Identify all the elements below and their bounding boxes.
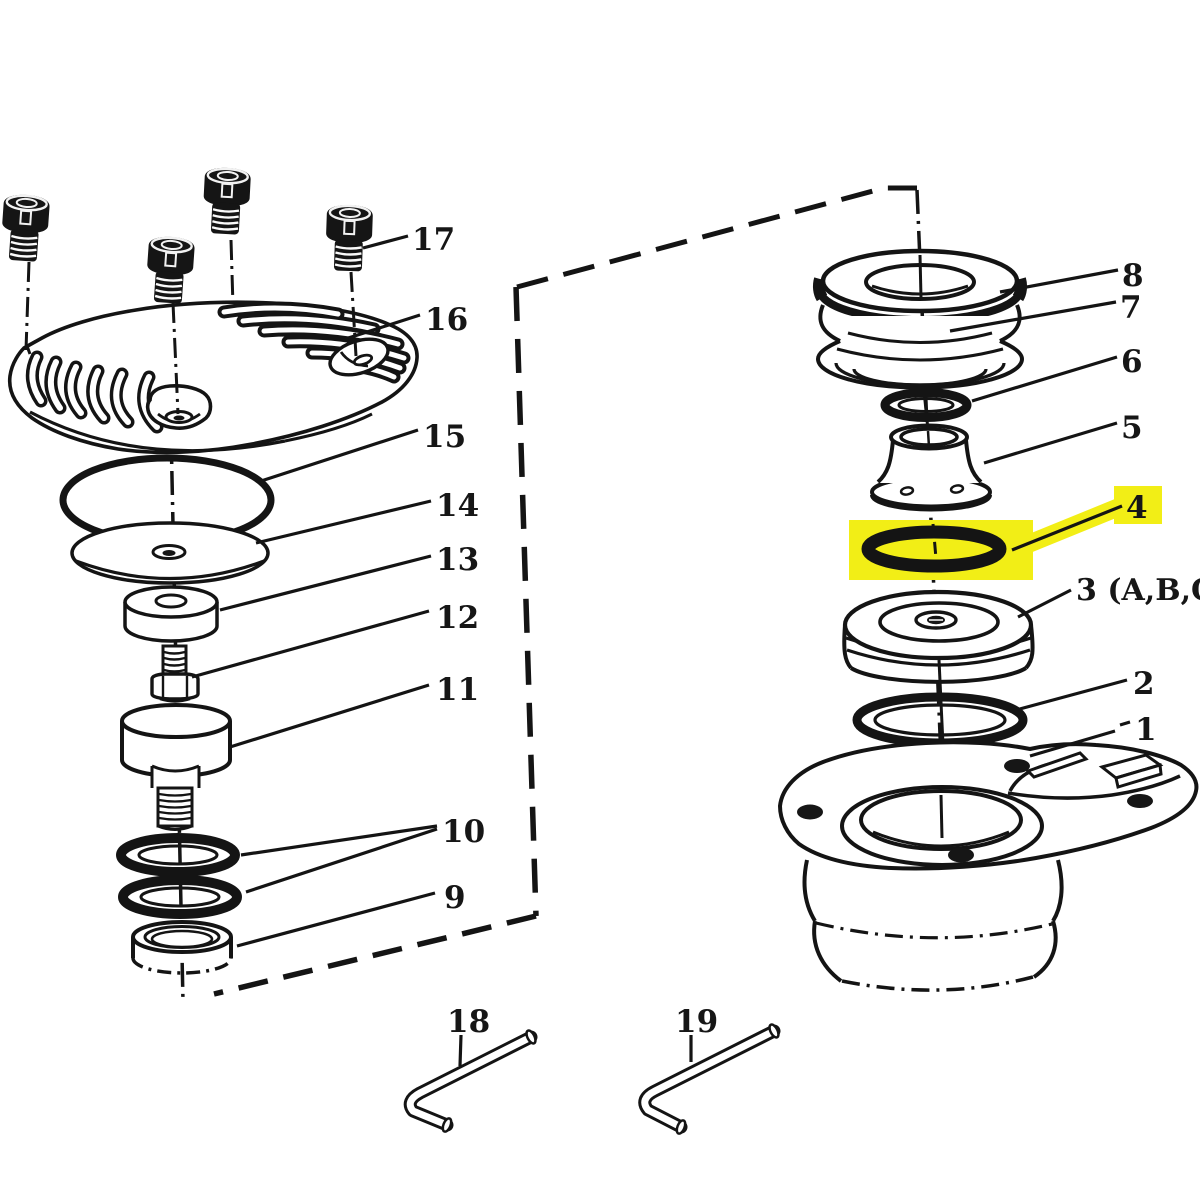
cover-bottom-lip bbox=[29, 410, 286, 453]
label-8: 8 bbox=[1122, 258, 1144, 294]
part-10-orings bbox=[116, 833, 242, 919]
part-18-hex-key bbox=[403, 1029, 538, 1133]
leader-18 bbox=[458, 1034, 463, 1067]
part-4-oring bbox=[861, 525, 1007, 573]
part-9-retainer-ring bbox=[131, 920, 233, 975]
leader-3 bbox=[1017, 588, 1072, 619]
housing-tab bbox=[1025, 751, 1089, 779]
part-11-cap-stud bbox=[120, 703, 232, 831]
part-19-hex-key bbox=[638, 1023, 781, 1135]
leader-14 bbox=[255, 499, 432, 545]
label-4-highlighted: 4 bbox=[1126, 490, 1148, 526]
leader-10a bbox=[240, 824, 438, 857]
section-boundary-dashes bbox=[213, 185, 917, 997]
callout-labels: 17 16 15 14 13 12 11 10 9 8 7 6 5 4 3 (A… bbox=[412, 222, 1200, 1040]
housing-bolt-hole bbox=[797, 804, 823, 820]
leader-5 bbox=[983, 421, 1118, 465]
part-7-8-pulley bbox=[812, 248, 1028, 390]
label-5: 5 bbox=[1121, 410, 1143, 446]
leader-12 bbox=[191, 609, 430, 679]
leader-7 bbox=[949, 300, 1117, 333]
oring-10-upper bbox=[116, 833, 240, 877]
screw-2 bbox=[143, 234, 197, 306]
cover-center-boss bbox=[145, 384, 213, 430]
leader-4 bbox=[1011, 504, 1123, 552]
label-18: 18 bbox=[447, 1004, 490, 1040]
label-9: 9 bbox=[444, 880, 466, 916]
leader-6 bbox=[971, 355, 1118, 403]
label-3: 3 (A,B,C) bbox=[1076, 573, 1200, 608]
leader-17 bbox=[362, 234, 409, 250]
leader-9 bbox=[236, 891, 436, 948]
leader-10b bbox=[245, 827, 438, 894]
part-14-disc bbox=[70, 521, 270, 585]
cover-left-vent-slots bbox=[25, 350, 164, 434]
label-16: 16 bbox=[425, 302, 468, 338]
part-13-spacer bbox=[123, 585, 219, 643]
housing-bolt-hole bbox=[1127, 794, 1153, 808]
label-6: 6 bbox=[1121, 344, 1143, 380]
screw-4 bbox=[323, 202, 375, 273]
leader-1 bbox=[1029, 729, 1116, 758]
part-5-flanged-sleeve bbox=[870, 423, 992, 512]
housing-bolt-hole bbox=[948, 847, 974, 863]
part-16-vented-cover bbox=[7, 300, 419, 455]
label-14: 14 bbox=[436, 488, 479, 524]
cover-upper-right-boss bbox=[328, 337, 390, 377]
part-17-screws bbox=[0, 165, 375, 306]
label-7: 7 bbox=[1120, 290, 1142, 326]
housing-bolt-hole bbox=[1004, 759, 1030, 773]
oring-10-lower bbox=[118, 875, 242, 919]
leader-8 bbox=[999, 268, 1119, 294]
leader-2 bbox=[1015, 678, 1128, 712]
part-6-oring bbox=[880, 388, 972, 431]
label-13: 13 bbox=[436, 542, 479, 578]
label-10: 10 bbox=[442, 814, 485, 850]
highlight-label-box bbox=[1114, 486, 1162, 524]
leader-13 bbox=[219, 554, 432, 612]
callout-leader-lines bbox=[191, 234, 1131, 1067]
label-11: 11 bbox=[436, 672, 479, 708]
part-3-drum bbox=[842, 589, 1035, 684]
leader-16 bbox=[341, 313, 421, 342]
label-17: 17 bbox=[412, 222, 455, 258]
screw-1 bbox=[0, 192, 52, 264]
screw-axis-lines bbox=[24, 239, 358, 415]
part-1-housing bbox=[777, 740, 1199, 992]
leader-15 bbox=[257, 428, 419, 484]
leader-1-dash bbox=[1119, 720, 1131, 727]
leader-11 bbox=[229, 683, 430, 749]
label-19: 19 bbox=[675, 1004, 718, 1040]
label-12: 12 bbox=[436, 600, 479, 636]
label-15: 15 bbox=[423, 419, 466, 455]
screw-3 bbox=[200, 165, 253, 237]
label-2: 2 bbox=[1133, 666, 1155, 702]
label-1: 1 bbox=[1135, 712, 1157, 748]
part-12-bolt bbox=[150, 644, 200, 703]
